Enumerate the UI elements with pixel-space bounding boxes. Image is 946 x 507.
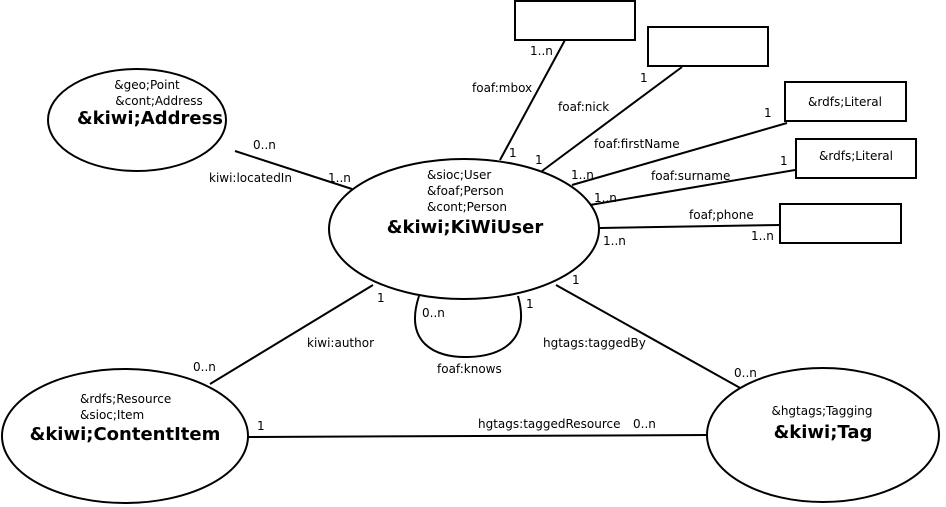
- nick-label: foaf:nick: [558, 100, 609, 114]
- tagged-resource-label: hgtags:taggedResource: [478, 417, 621, 431]
- kiwi-user-class-node: [328, 158, 600, 300]
- content-stereotype-2: &sioc;Item: [80, 408, 144, 422]
- mbox-label: foaf:mbox: [472, 81, 532, 95]
- surname-user-multiplicity: 1..n: [594, 191, 617, 205]
- tagged-by-connector: [555, 284, 743, 390]
- user-stereotype-1: &sioc;User: [427, 168, 491, 182]
- tag-stereotype-1: &hgtags;Tagging: [771, 404, 872, 418]
- surname-connector: [589, 169, 796, 206]
- surname-box-multiplicity: 1: [780, 154, 788, 168]
- address-class-node: [47, 68, 227, 172]
- tagged-resource-tag-multiplicity: 0..n: [633, 417, 656, 431]
- first-name-label: foaf:firstName: [594, 137, 680, 151]
- user-stereotype-2: &foaf;Person: [427, 184, 504, 198]
- phone-value-box: [779, 203, 902, 244]
- first-name-box-multiplicity: 1: [764, 106, 772, 120]
- address-stereotype-2: &cont;Address: [115, 94, 202, 108]
- user-class-title: &kiwi;KiWiUser: [387, 217, 544, 238]
- nick-box-multiplicity: 1: [640, 71, 648, 85]
- author-user-multiplicity: 1: [377, 291, 385, 305]
- content-stereotype-1: &rdfs;Resource: [80, 392, 171, 406]
- first-name-literal-label: &rdfs;Literal: [808, 95, 882, 109]
- author-label: kiwi:author: [307, 336, 374, 350]
- user-stereotype-3: &cont;Person: [427, 200, 507, 214]
- knows-left-multiplicity: 0..n: [422, 306, 445, 320]
- address-stereotype-1: &geo;Point: [114, 78, 180, 92]
- content-item-class-node: [1, 368, 249, 504]
- author-content-multiplicity: 0..n: [193, 360, 216, 374]
- located-in-user-multiplicity: 1..n: [328, 171, 351, 185]
- surname-literal-label: &rdfs;Literal: [819, 149, 893, 163]
- mbox-connector: [499, 39, 566, 161]
- knows-label: foaf:knows: [437, 362, 502, 376]
- surname-literal-box: [795, 138, 917, 179]
- first-name-connector: [571, 122, 788, 186]
- mbox-user-multiplicity: 1: [509, 146, 517, 160]
- tagged-resource-connector: [247, 434, 709, 438]
- tagged-by-tag-multiplicity: 0..n: [734, 366, 757, 380]
- phone-box-multiplicity: 1..n: [751, 229, 774, 243]
- phone-user-multiplicity: 1..n: [603, 234, 626, 248]
- mbox-value-box: [514, 0, 636, 41]
- tagged-resource-content-multiplicity: 1: [257, 419, 265, 433]
- located-in-address-multiplicity: 0..n: [253, 138, 276, 152]
- knows-right-multiplicity: 1: [526, 297, 534, 311]
- nick-connector: [541, 66, 683, 172]
- surname-label: foaf:surname: [651, 169, 730, 183]
- tag-class-title: &kiwi;Tag: [774, 422, 873, 443]
- first-name-user-multiplicity: 1..n: [571, 168, 594, 182]
- located-in-label: kiwi:locatedIn: [209, 171, 292, 185]
- tagged-by-label: hgtags:taggedBy: [543, 336, 646, 350]
- located-in-connector: [234, 150, 353, 190]
- nick-user-multiplicity: 1: [535, 153, 543, 167]
- knows-self-loop: [414, 295, 523, 359]
- first-name-literal-box: [784, 81, 907, 122]
- author-connector: [209, 284, 374, 385]
- phone-label: foaf;phone: [689, 208, 754, 222]
- address-class-title: &kiwi;Address: [77, 108, 223, 129]
- tagged-by-user-multiplicity: 1: [572, 273, 580, 287]
- phone-connector: [599, 224, 781, 229]
- tag-class-node: [706, 367, 940, 503]
- nick-value-box: [647, 26, 769, 67]
- mbox-box-multiplicity: 1..n: [530, 44, 553, 58]
- content-item-class-title: &kiwi;ContentItem: [30, 424, 221, 445]
